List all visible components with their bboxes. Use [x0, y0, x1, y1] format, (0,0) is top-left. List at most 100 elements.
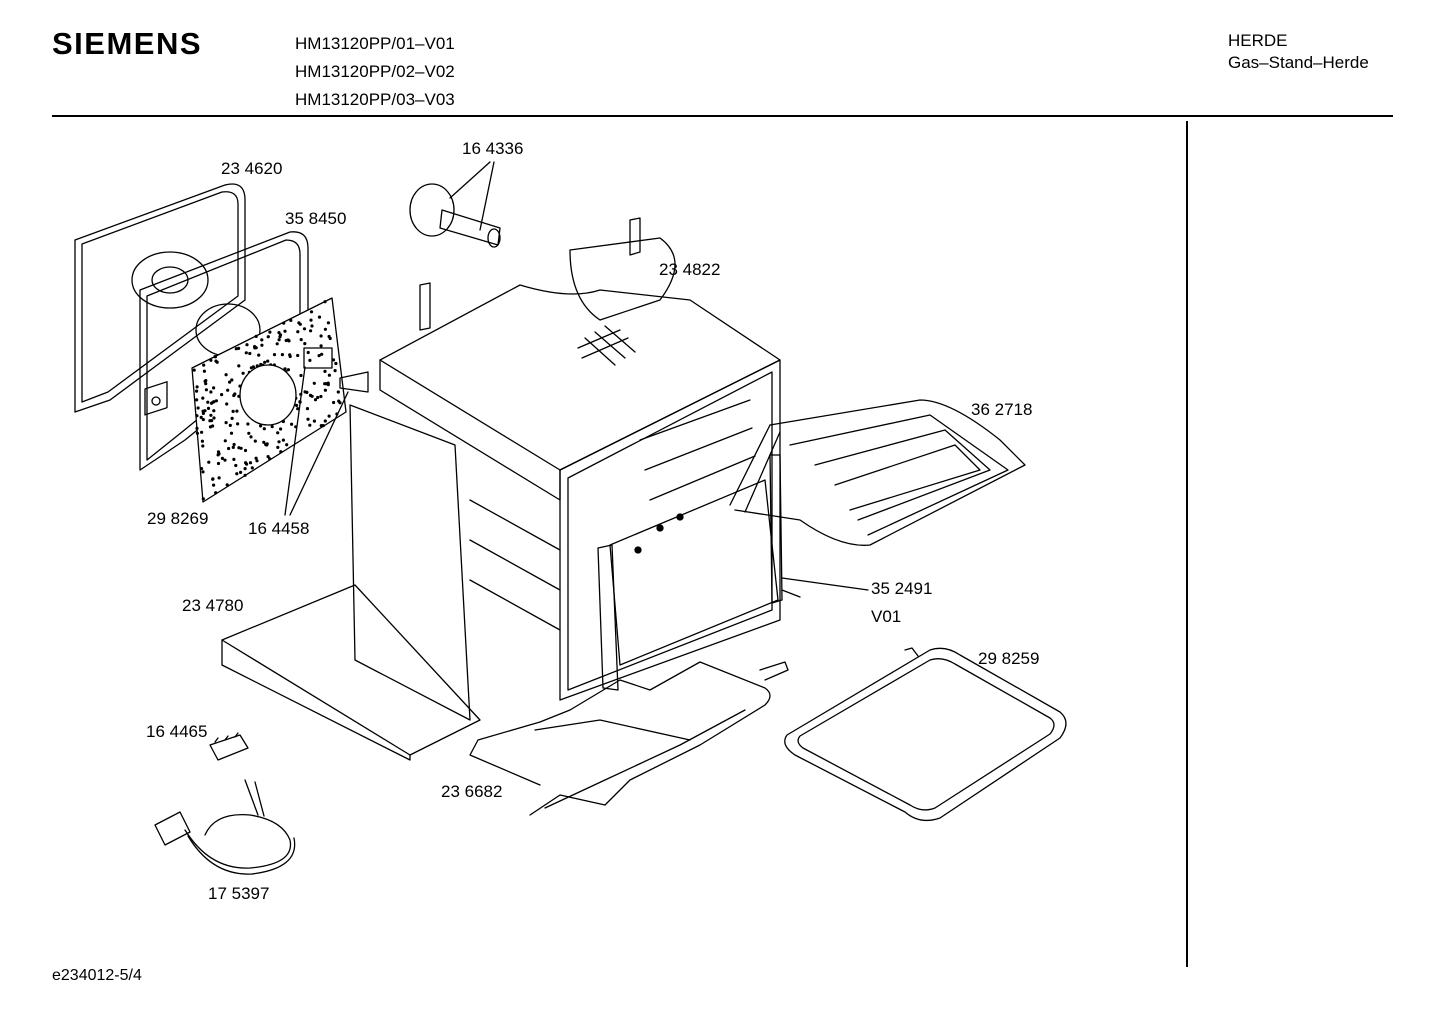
- perforation-dot: [209, 413, 213, 417]
- perforation-dot: [312, 381, 316, 385]
- perforation-dot: [262, 427, 266, 431]
- perforation-dot: [319, 424, 323, 428]
- perforation-dot: [278, 335, 282, 339]
- part-label: 35 2491: [871, 579, 932, 598]
- model-number: HM13120PP/03–V03: [295, 90, 455, 109]
- perforation-dot: [327, 373, 331, 377]
- perforation-dot: [209, 390, 213, 394]
- perforation-dot: [310, 324, 314, 328]
- perforation-dot: [201, 444, 205, 448]
- perforation-dot: [223, 439, 227, 443]
- part-label: 36 2718: [971, 400, 1032, 419]
- perforation-dot: [231, 409, 235, 413]
- perforation-dot: [237, 446, 241, 450]
- perforation-dot: [302, 327, 307, 331]
- perforation-dot: [224, 421, 228, 425]
- brand-logo: SIEMENS: [52, 26, 203, 61]
- perforation-dot: [283, 329, 287, 333]
- perforation-dot: [214, 359, 218, 363]
- perforation-dot: [231, 445, 235, 449]
- perforation-dot: [209, 358, 213, 362]
- perforation-dot: [208, 425, 213, 429]
- oven-housing-part: [349, 217, 781, 721]
- perforation-dot: [249, 435, 253, 439]
- perforation-dot: [223, 458, 227, 462]
- perforation-dot: [201, 396, 205, 400]
- perforation-dot: [234, 463, 238, 468]
- perforation-dot: [233, 392, 237, 396]
- perforation-dot: [303, 342, 307, 346]
- perforation-dot: [248, 461, 253, 465]
- perforation-dot: [237, 346, 241, 350]
- perforation-dot: [243, 473, 247, 477]
- perforation-dot: [225, 402, 229, 406]
- perforation-dot: [225, 483, 229, 487]
- perforation-dot: [201, 470, 205, 474]
- perforation-dot: [326, 383, 330, 387]
- perforation-dot: [296, 407, 300, 411]
- perforation-dot: [262, 440, 266, 444]
- top-heater-part: [729, 399, 1026, 546]
- perforation-dot: [290, 422, 294, 426]
- perforation-dot: [296, 330, 300, 334]
- perforation-dot: [277, 440, 281, 444]
- perforation-dot: [272, 353, 277, 357]
- perforation-dot: [305, 407, 310, 411]
- perforation-dot: [243, 467, 247, 471]
- perforation-dot: [200, 439, 204, 443]
- perforation-dot: [319, 344, 323, 348]
- perforation-dot: [263, 360, 267, 364]
- perforation-dot: [282, 321, 286, 325]
- perforation-dot: [317, 354, 321, 358]
- front-frame-part: [597, 454, 869, 691]
- perforation-dot: [266, 455, 270, 459]
- bottom-heater-part: [469, 661, 789, 816]
- perforation-dot: [332, 400, 336, 405]
- perforation-dot: [327, 414, 331, 418]
- perforation-dot: [209, 401, 214, 405]
- perforation-dot: [195, 398, 199, 402]
- category-subtitle: Gas–Stand–Herde: [1228, 53, 1369, 72]
- perforation-dot: [284, 338, 288, 343]
- motor-part: [409, 161, 501, 248]
- terminal-block-part: [209, 732, 249, 761]
- perforation-dot: [334, 361, 338, 366]
- perforation-dot: [239, 470, 243, 474]
- perforation-dot: [212, 416, 216, 420]
- perforation-dot: [195, 414, 199, 418]
- perforation-dot: [308, 423, 312, 427]
- perforation-dot: [308, 358, 312, 362]
- perforation-dot: [248, 351, 252, 356]
- perforation-dot: [276, 445, 280, 449]
- perforation-dot: [201, 497, 205, 501]
- model-number: HM13120PP/02–V02: [295, 62, 455, 81]
- perforation-dot: [338, 401, 342, 405]
- perforation-dot: [260, 343, 264, 347]
- perforation-dot: [303, 390, 307, 394]
- perforation-dot: [285, 443, 289, 447]
- perforation-dot: [299, 373, 303, 378]
- perforation-dot: [296, 353, 300, 358]
- perforation-dot: [192, 368, 196, 372]
- perforation-dot: [245, 343, 249, 347]
- perforation-dot: [254, 456, 258, 460]
- document-code: e234012-5/4: [52, 967, 142, 984]
- perforation-dot: [206, 406, 211, 410]
- perforation-dot: [306, 417, 310, 421]
- perforation-dot: [265, 442, 269, 446]
- part-label: 16 4465: [146, 722, 207, 741]
- part-labels: 23 4620 35 8450 16 4336 23 4822 36 2718 …: [146, 139, 1039, 903]
- perforation-dot: [229, 431, 234, 435]
- baking-tray-part: [784, 647, 1067, 822]
- perforation-dot: [216, 461, 221, 466]
- base-plate-part: [221, 584, 481, 761]
- perforation-dot: [212, 409, 216, 413]
- perforation-dot: [279, 450, 283, 454]
- perforation-dot: [200, 430, 204, 434]
- perforation-dot: [214, 399, 218, 403]
- perforation-dot: [235, 409, 239, 413]
- perforation-dot: [317, 315, 322, 319]
- perforation-dot: [216, 450, 221, 454]
- perforation-dot: [212, 400, 216, 404]
